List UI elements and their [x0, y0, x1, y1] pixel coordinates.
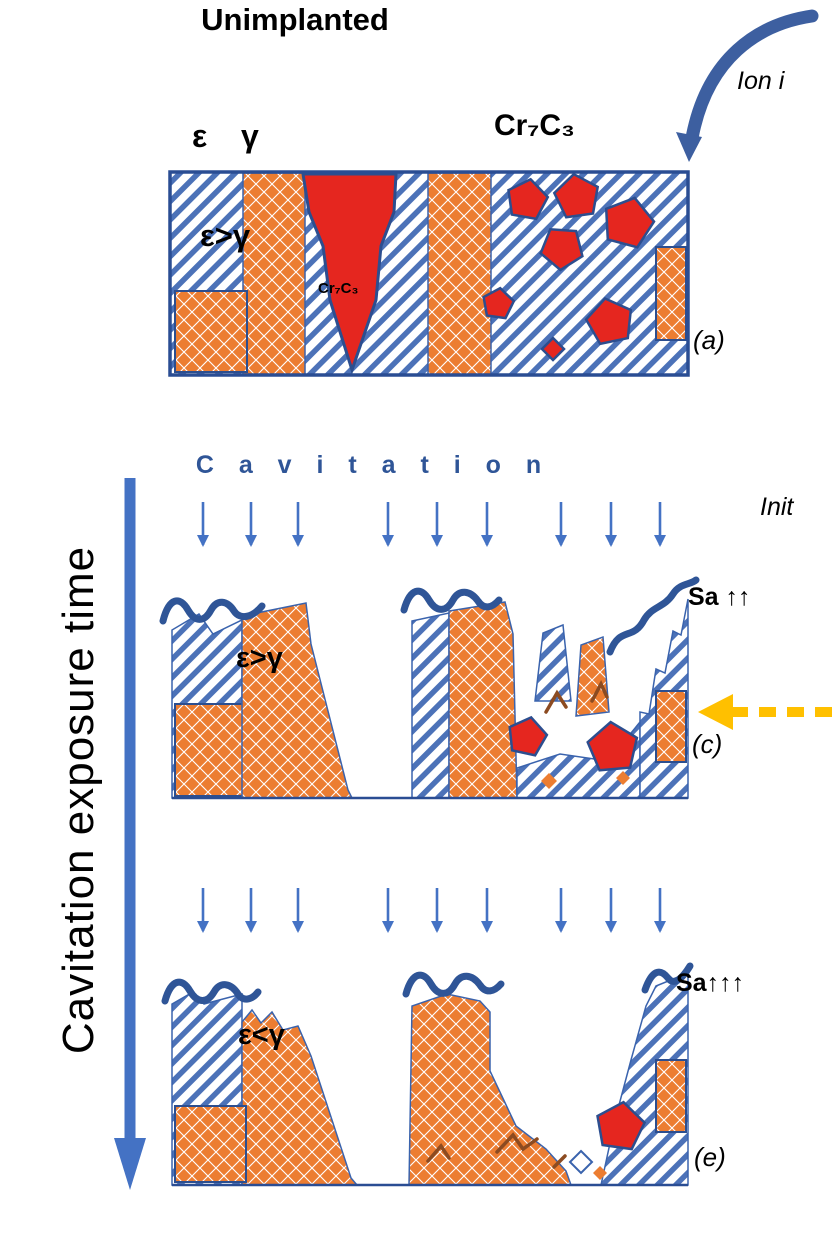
carbide-particles: [482, 172, 656, 362]
panel-a-border: [168, 170, 690, 377]
erosion-waves: [159, 576, 700, 656]
debris-fragments: [568, 1149, 607, 1180]
gamma-phase-header: γ: [241, 118, 259, 154]
panel-c-phase-relation: ε>γ: [236, 642, 283, 674]
panel-c-graphic: [159, 576, 700, 800]
crack-marks: [544, 680, 609, 714]
gamma-phase-block: [655, 1059, 687, 1133]
cavitation-arrows-row-1: [197, 502, 666, 547]
carbide-phase-header: Cr₇C₃: [494, 109, 575, 142]
carbide-particles: [596, 1100, 647, 1151]
debris-fragments: [541, 771, 630, 789]
epsilon-phase-header: ε: [192, 118, 208, 154]
panel-e-roughness-note: Sa↑↑↑: [676, 969, 745, 997]
panel-e-tag: (e): [694, 1142, 726, 1172]
gamma-phase-stripe: [241, 602, 354, 799]
exposure-time-arrow: [114, 478, 146, 1190]
ion-implantation-note: Ion i: [737, 67, 785, 95]
figure-title: Unimplanted: [201, 2, 389, 37]
cavitation-arrows-row-2: [197, 888, 666, 933]
panel-a-tag: (a): [693, 325, 725, 355]
carbide-funnel-shape: [301, 172, 398, 375]
panel-c-tag: (c): [692, 729, 723, 759]
gamma-phase-block: [174, 1105, 247, 1183]
crack-marks: [426, 1132, 567, 1169]
ion-implantation-arrow: [676, 9, 819, 162]
initial-damage-arrow: [698, 694, 832, 730]
cavitation-header: C a v i t a t i o n: [195, 451, 551, 479]
gamma-phase-block: [655, 690, 687, 763]
carbide-particles: [508, 715, 639, 772]
eroded-fragment: [575, 635, 610, 717]
initial-note: Init: [760, 493, 794, 521]
panel-a-graphic: [168, 170, 690, 377]
gamma-phase-stripe: [427, 172, 492, 376]
gamma-phase-block: [655, 246, 687, 341]
gamma-phase-stripe: [242, 172, 306, 376]
gamma-phase-stripe: [448, 601, 518, 799]
gamma-phase-block: [174, 290, 248, 373]
gamma-phase-column: [408, 993, 573, 1186]
panel-c-roughness-note: Sa ↑↑: [688, 583, 751, 611]
eroded-fragment: [534, 623, 572, 702]
panel-e-phase-relation: ε<γ: [238, 1019, 285, 1051]
panel-e-graphic: [161, 962, 694, 1187]
panel-a-carbide-label: Cr₇C₃: [318, 280, 359, 297]
exposure-time-axis-label: Cavitation exposure time: [54, 545, 103, 1055]
gamma-phase-block: [174, 703, 247, 797]
carbide-fragment: [540, 336, 566, 362]
erosion-waves: [161, 962, 694, 1005]
panel-a-phase-relation: ε>γ: [200, 218, 251, 253]
gamma-phase-region: [241, 1008, 359, 1186]
epsilon-matrix-column: [411, 612, 450, 799]
